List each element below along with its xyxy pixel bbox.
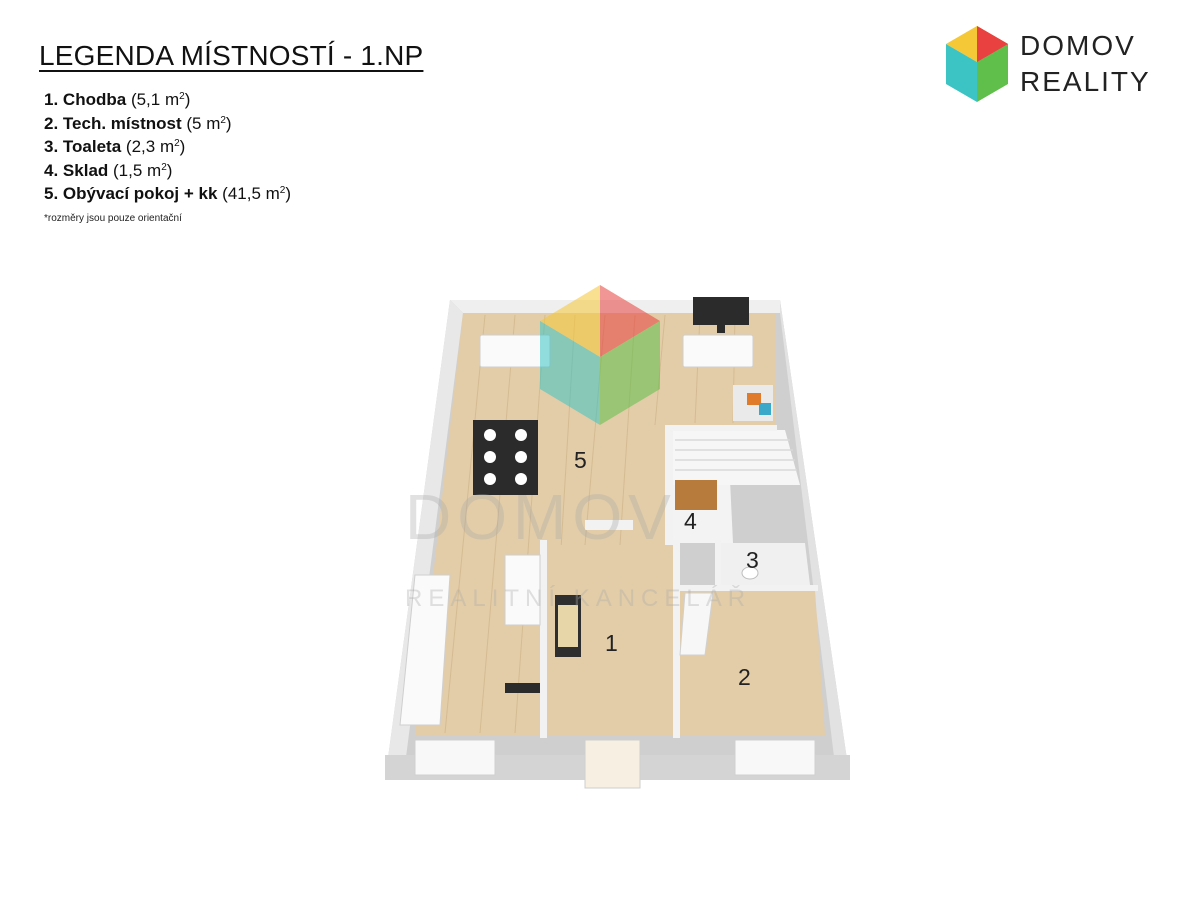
- legend-room-number: 2.: [44, 113, 59, 133]
- floor-plan-drawing: [385, 285, 850, 789]
- stairs-area: [670, 430, 800, 485]
- tech-room-door: [679, 592, 714, 656]
- room-label-2: 2: [738, 664, 751, 690]
- logo-cube-right: [977, 44, 1008, 102]
- logo-cube-icon: [946, 26, 1008, 102]
- watermark-realitni-kancelar: REALITNÍ KANCELÁŘ: [405, 585, 752, 612]
- floor-plan: 5 4 3 1 2 DOMOV REALITNÍ KANCELÁŘ: [345, 285, 865, 795]
- floor-tech-room: [680, 590, 825, 735]
- legend-room-area: (5,1 m2): [130, 90, 191, 109]
- wall-hallway-left: [540, 540, 547, 738]
- legend-item-tech-mistnost: 2. Tech. místnost (5 m2): [44, 112, 291, 136]
- legend-item-chodba: 1. Chodba (5,1 m2): [44, 88, 291, 112]
- dining-table-icon: [473, 420, 538, 495]
- legend-note: *rozměry jsou pouze orientační: [44, 213, 182, 224]
- legend-room-number: 1.: [44, 90, 59, 109]
- legend-room-name: Obývací pokoj + kk: [62, 184, 218, 203]
- wall-partition: [585, 520, 633, 530]
- wall-stairs-top: [665, 425, 777, 431]
- legend-room-area: (5 m2): [186, 113, 232, 133]
- outer-wall-right: [780, 300, 850, 780]
- legend-room-name: Chodba: [62, 90, 127, 109]
- fridge-icon: [504, 554, 541, 626]
- legend-room-area: (2,3 m2): [125, 137, 186, 156]
- legend-item-sklad: 4. Sklad (1,5 m2): [44, 159, 291, 183]
- logo-line-reality: REALITY: [1020, 66, 1151, 97]
- storage-shelf-icon: [675, 480, 717, 510]
- watermark-domov: DOMOV: [405, 481, 677, 553]
- watermark-cube-icon: [540, 285, 660, 425]
- tv-stand-icon: [717, 325, 725, 333]
- sideboard-right: [682, 334, 754, 368]
- room-label-3: 3: [746, 547, 759, 573]
- wall-toilet-left: [715, 540, 721, 588]
- outer-wall-left: [385, 300, 463, 780]
- cushion-blue-icon: [759, 403, 771, 415]
- legend-room-area: (41,5 m2): [222, 184, 292, 203]
- window-front-left: [414, 739, 496, 776]
- toilet-icon: [741, 566, 759, 580]
- logo-line-domov: DOMOV: [1020, 30, 1136, 61]
- logo-wordmark: DOMOV REALITY: [1020, 28, 1151, 100]
- floor-hallway: [545, 545, 675, 735]
- legend-room-number: 4.: [44, 160, 59, 180]
- dining-plates: [484, 429, 527, 485]
- legend-item-toaleta: 3. Toaleta (2,3 m2): [44, 135, 291, 159]
- legend-room-name: Tech. místnost: [62, 113, 182, 133]
- window-front-right: [734, 739, 816, 776]
- wall-tech-top: [680, 585, 818, 591]
- stair-steps: [675, 439, 797, 471]
- sideboard-left: [479, 334, 551, 368]
- kitchen-counter: [399, 574, 451, 726]
- room-label-1: 1: [605, 630, 618, 656]
- cushion-orange-icon: [747, 393, 761, 405]
- legend-room-area: (1,5 m2): [113, 160, 173, 180]
- room-label-4: 4: [684, 508, 697, 534]
- room-label-5: 5: [574, 447, 587, 473]
- legend-room-name: Sklad: [62, 160, 109, 180]
- tv-icon: [693, 297, 749, 325]
- domov-reality-logo: DOMOV REALITY: [942, 22, 1162, 106]
- hallway-bench-seat: [558, 605, 578, 647]
- stove-icon: [505, 683, 540, 693]
- logo-cube-red-facet: [977, 26, 1008, 62]
- room-legend-list: 1. Chodba (5,1 m2) 2. Tech. místnost (5 …: [44, 88, 291, 206]
- legend-item-obyvaci-pokoj: 5. Obývací pokoj + kk (41,5 m2): [44, 182, 291, 206]
- floor-toilet: [720, 543, 810, 585]
- legend-title: LEGENDA MÍSTNOSTÍ - 1.NP: [39, 40, 424, 71]
- legend-room-number: 5.: [44, 184, 59, 203]
- wall-storage-left: [665, 425, 673, 545]
- logo-cube-left: [946, 44, 977, 102]
- legend-room-number: 3.: [44, 137, 59, 156]
- entrance-door: [584, 739, 641, 789]
- legend-room-name: Toaleta: [62, 137, 122, 156]
- wall-hallway-right: [673, 540, 680, 738]
